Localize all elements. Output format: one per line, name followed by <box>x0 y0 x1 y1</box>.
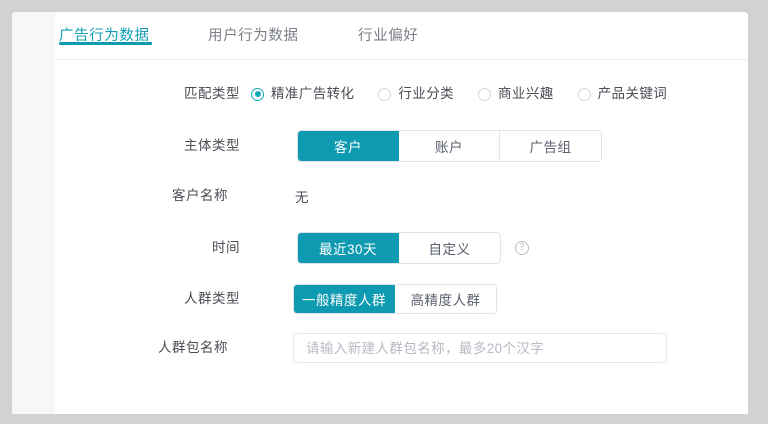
crowd-type-field: 一般精度人群 高精度人群 <box>293 284 497 314</box>
crowd-type-label: 人群类型 <box>184 291 240 306</box>
segment-label: 自定义 <box>428 242 471 257</box>
active-tab-underline <box>59 42 152 45</box>
segment-label: 客户 <box>334 140 362 155</box>
customer-name-field: 无 <box>295 186 309 206</box>
crowd-type-segmented-control: 一般精度人群 高精度人群 <box>293 284 497 314</box>
segment-high-precision-crowd[interactable]: 高精度人群 <box>395 285 496 313</box>
segment-customer[interactable]: 客户 <box>298 131 399 161</box>
tab-bar: 广告行为数据 用户行为数据 行业偏好 <box>55 12 748 60</box>
page-card: 广告行为数据 用户行为数据 行业偏好 匹配类型 <box>12 12 748 414</box>
subject-type-segmented-control: 客户 账户 广告组 <box>297 130 602 162</box>
segment-label: 广告组 <box>529 140 572 155</box>
segment-normal-precision-crowd[interactable]: 一般精度人群 <box>294 285 395 313</box>
segment-ad-group[interactable]: 广告组 <box>500 131 601 161</box>
tab-label: 用户行为数据 <box>208 28 299 44</box>
radio-label: 商业兴趣 <box>498 86 554 101</box>
crowd-package-name-label: 人群包名称 <box>158 340 228 355</box>
time-field: 最近30天 自定义 ? <box>297 232 529 264</box>
segment-label: 一般精度人群 <box>302 293 386 308</box>
radio-mark-icon <box>251 87 264 101</box>
radio-label: 产品关键词 <box>597 86 668 101</box>
subject-type-field: 客户 账户 广告组 <box>297 130 602 162</box>
tab-label: 行业偏好 <box>358 28 419 44</box>
left-gutter <box>12 12 55 414</box>
row-subject-type: 主体类型 客户 账户 广告组 <box>55 130 748 162</box>
radio-precise-ad-conversion[interactable]: 精准广告转化 <box>251 85 354 103</box>
crowd-package-name-field <box>293 333 667 363</box>
match-type-radio-group: 精准广告转化 行业分类 商业兴趣 <box>251 85 667 103</box>
time-segmented-control: 最近30天 自定义 <box>297 232 501 264</box>
radio-mark-icon <box>478 87 492 101</box>
question-circle-icon[interactable]: ? <box>515 241 529 255</box>
content-area: 广告行为数据 用户行为数据 行业偏好 匹配类型 <box>55 12 748 414</box>
tab-industry-preference[interactable]: 行业偏好 <box>358 26 418 46</box>
segment-custom[interactable]: 自定义 <box>399 233 500 263</box>
row-crowd-package-name: 人群包名称 <box>55 333 748 363</box>
customer-name-label: 客户名称 <box>172 188 228 203</box>
match-type-field: 精准广告转化 行业分类 商业兴趣 <box>251 85 667 103</box>
match-type-label: 匹配类型 <box>184 86 240 101</box>
segment-label: 高精度人群 <box>410 293 481 308</box>
segment-account[interactable]: 账户 <box>399 131 500 161</box>
radio-label: 精准广告转化 <box>271 86 355 101</box>
subject-type-label: 主体类型 <box>184 138 240 153</box>
segment-label: 最近30天 <box>318 242 378 257</box>
segment-label: 账户 <box>435 140 463 155</box>
radio-business-interest[interactable]: 商业兴趣 <box>478 85 554 103</box>
row-crowd-type: 人群类型 一般精度人群 高精度人群 <box>55 284 748 314</box>
radio-mark-icon <box>378 87 392 101</box>
radio-label: 行业分类 <box>398 86 455 101</box>
tab-ad-behavior-data[interactable]: 广告行为数据 <box>59 26 150 46</box>
time-label: 时间 <box>212 240 240 255</box>
segment-last-30-days[interactable]: 最近30天 <box>298 233 399 263</box>
radio-product-keyword[interactable]: 产品关键词 <box>577 85 668 103</box>
tab-label: 广告行为数据 <box>59 28 150 44</box>
row-customer-name: 客户名称 无 <box>55 186 748 206</box>
radio-mark-icon <box>577 87 591 101</box>
radio-industry-category[interactable]: 行业分类 <box>378 85 454 103</box>
crowd-package-name-input[interactable] <box>293 333 667 363</box>
row-time: 时间 最近30天 自定义 ? <box>55 232 748 264</box>
customer-name-value: 无 <box>295 190 309 205</box>
tab-user-behavior-data[interactable]: 用户行为数据 <box>208 26 299 46</box>
row-match-type: 匹配类型 精准广告转化 行业分类 <box>55 79 748 109</box>
